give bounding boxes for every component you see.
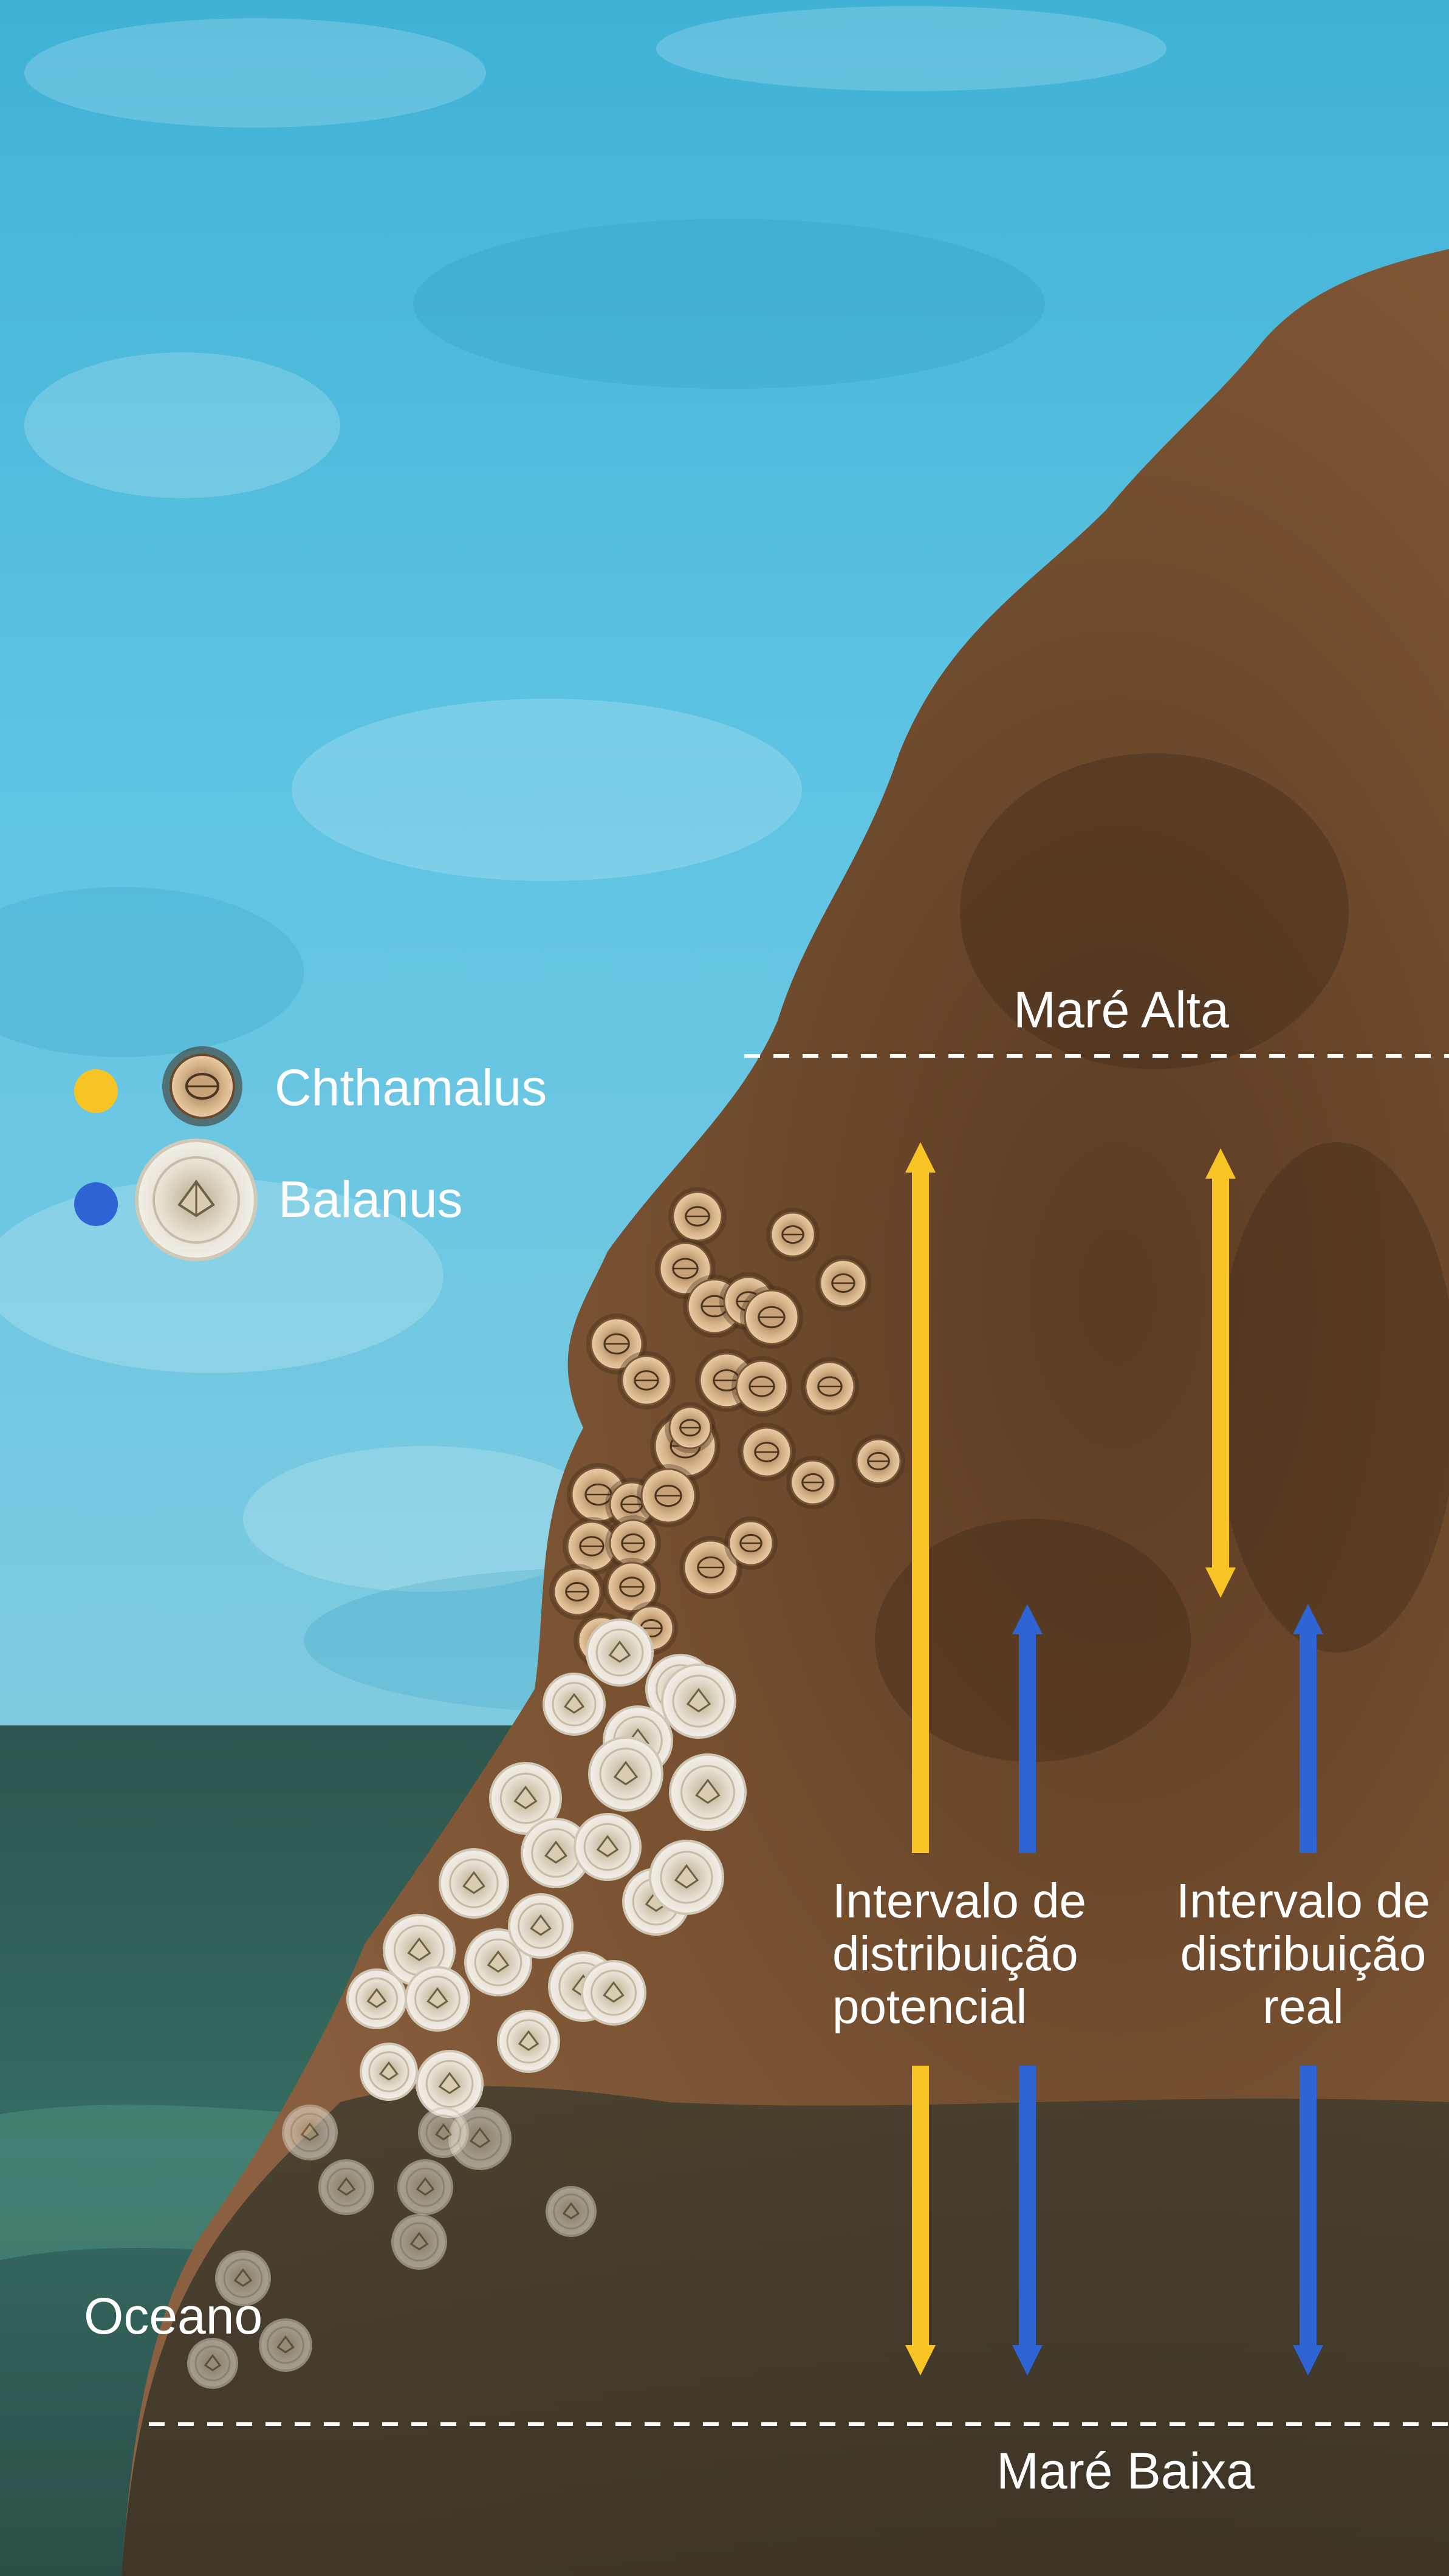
balanus-barnacle [282, 2105, 338, 2160]
real-range-line1: Intervalo de [1176, 1874, 1431, 1928]
chthamalus-barnacle [724, 1516, 778, 1570]
balanus-legend-label: Balanus [278, 1171, 463, 1228]
chthamalus-barnacle [549, 1564, 605, 1620]
balanus-barnacle [360, 2043, 418, 2101]
sky-texture [0, 6, 1166, 1592]
balanus-barnacle [649, 1840, 724, 1915]
potential-range-line2: distribuição [832, 1927, 1078, 1981]
chthamalus-barnacle [679, 1536, 742, 1599]
chthamalus-barnacle [665, 1402, 716, 1453]
balanus-barnacle [405, 1966, 470, 2032]
balanus-barnacle [586, 1619, 654, 1687]
chthamalus-barnacle [605, 1515, 661, 1571]
chthamalus-barnacle [801, 1357, 859, 1416]
balanus-barnacle [464, 1928, 532, 1996]
low-tide-label: Maré Baixa [996, 2442, 1255, 2499]
chthamalus-barnacle [603, 1558, 661, 1616]
potential-range-chthamalus-arrow [905, 1142, 936, 2376]
real-range-balanus-arrow [1293, 1604, 1323, 2376]
balanus-barnacle [669, 1753, 747, 1831]
potential-range-balanus-arrow [1012, 1604, 1043, 2376]
chthamalus-barnacle [668, 1187, 727, 1245]
high-tide-label: Maré Alta [1013, 981, 1229, 1038]
balanus-legend-dot [74, 1182, 118, 1226]
ocean-label: Oceano [84, 2287, 263, 2345]
balanus-barnacle [397, 2159, 453, 2215]
balanus-barnacle [574, 1813, 642, 1881]
balanus-barnacle [588, 1736, 663, 1812]
balanus-barnacle [418, 2107, 469, 2158]
real-range-chthamalus-arrow [1205, 1148, 1236, 1598]
chthamalus-barnacle [740, 1286, 803, 1349]
balanus-barnacle [391, 2214, 447, 2270]
chthamalus-barnacle [852, 1434, 905, 1488]
submerged-rock [122, 2086, 1449, 2576]
balanus-barnacle [581, 1960, 646, 2026]
balanus-barnacle [546, 2186, 597, 2237]
chthamalus-barnacle [617, 1351, 676, 1410]
real-range-line3: real [1262, 1979, 1344, 2033]
chthamalus-barnacle [586, 1314, 647, 1374]
balanus-barnacle [489, 1762, 562, 1835]
chthamalus-barnacle [738, 1423, 796, 1481]
balanus-barnacle [346, 1968, 407, 2029]
balanus-barnacle [508, 1893, 574, 1959]
balanus-barnacle [187, 2338, 238, 2389]
potential-range-line3: potencial [832, 1979, 1027, 2033]
real-range-label: Intervalo de distribuição real [1157, 1874, 1449, 2033]
rock-shadow [875, 753, 1449, 1762]
balanus-barnacle [215, 2250, 271, 2306]
chthamalus-barnacle [815, 1255, 871, 1311]
balanus-barnacle [661, 1663, 736, 1739]
balanus-barnacle [439, 1848, 509, 1919]
chthamalus-barnacle [766, 1208, 820, 1261]
chthamalus-legend-icon [162, 1046, 242, 1126]
balanus-barnacle [497, 2010, 560, 2073]
balanus-barnacle [543, 1673, 606, 1736]
chthamalus-legend-label: Chthamalus [275, 1059, 547, 1116]
balanus-barnacle [318, 2159, 374, 2215]
chthamalus-barnacle [786, 1456, 840, 1509]
balanus-barnacle [259, 2318, 312, 2372]
potential-range-line1: Intervalo de [832, 1874, 1087, 1928]
chthamalus-barnacle [637, 1464, 700, 1527]
chthamalus-legend-dot [74, 1069, 118, 1113]
chthamalus-barnacle [731, 1356, 792, 1417]
balanus-legend-icon [135, 1139, 258, 1261]
real-range-line2: distribuição [1180, 1927, 1427, 1981]
barnacle-colony [187, 1187, 905, 2389]
potential-range-label: Intervalo de distribuição potencial [832, 1874, 1124, 2033]
balanus-barnacle [416, 2050, 484, 2118]
